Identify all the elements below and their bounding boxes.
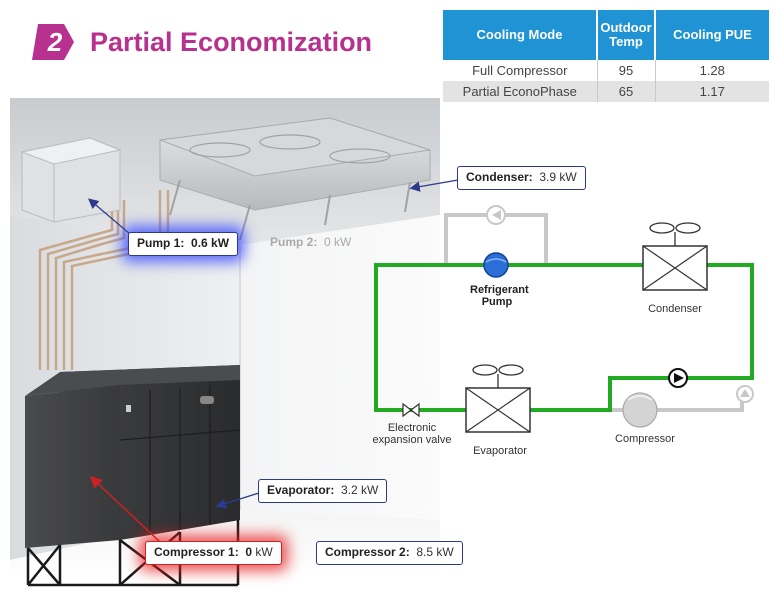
column-header: Cooling PUE [654,10,769,60]
page-title: Partial Economization [90,27,373,57]
step-badge [32,24,74,60]
column-header: Cooling Mode [443,10,597,60]
table-cell: 65 [596,81,655,102]
column-header: Outdoor Temp [596,10,655,60]
evaporator-callout-arrow [215,491,263,509]
pump2-power-label: Pump 2: 0 kW [270,235,352,249]
table-cell: 1.17 [654,81,769,102]
bypass-arrow-icon [736,385,754,403]
bypass-pump-icon [486,205,506,225]
table-row: Partial EconoPhase 65 1.17 [443,81,769,102]
compressor-diagram-label: Compressor [615,433,675,445]
evaporator-icon [465,387,531,433]
pump-callout-arrow [88,198,131,235]
refrigerant-pump-icon [483,252,509,278]
step-number: 2 [47,27,63,57]
compressor1-power-label: Compressor 1: 0 kW [145,541,282,565]
condenser-diagram-label: Condenser [648,303,702,315]
condenser-callout-arrow [409,179,459,192]
refrigerant-pump-label: Refrigerant Pump [470,284,529,308]
condenser-fan-icon [649,222,701,246]
compressor-callout-arrow [89,475,161,543]
pump1-power-label: Pump 1: 0.6 kW [128,232,239,256]
table-cell: Partial EconoPhase [443,81,597,102]
table-cell: 1.28 [654,60,769,81]
condenser-icon [642,245,708,291]
expansion-valve-icon [402,402,420,418]
evaporator-power-label: Evaporator: 3.2 kW [258,479,388,503]
table-cell: Full Compressor [443,60,597,81]
pue-table: Cooling Mode Outdoor Temp Cooling PUE Fu… [443,10,769,102]
table-row: Full Compressor 95 1.28 [443,60,769,81]
expansion-valve-label: Electronic expansion valve [372,422,452,446]
evaporator-fan-icon [472,364,524,388]
active-refrigerant-loop [374,263,754,412]
evaporator-diagram-label: Evaporator [473,445,527,457]
compressor2-power-label: Compressor 2: 8.5 kW [316,541,463,565]
flow-direction-icon [668,368,688,388]
compressor-icon [622,392,658,428]
table-cell: 95 [596,60,655,81]
condenser-power-label: Condenser: 3.9 kW [457,166,586,190]
